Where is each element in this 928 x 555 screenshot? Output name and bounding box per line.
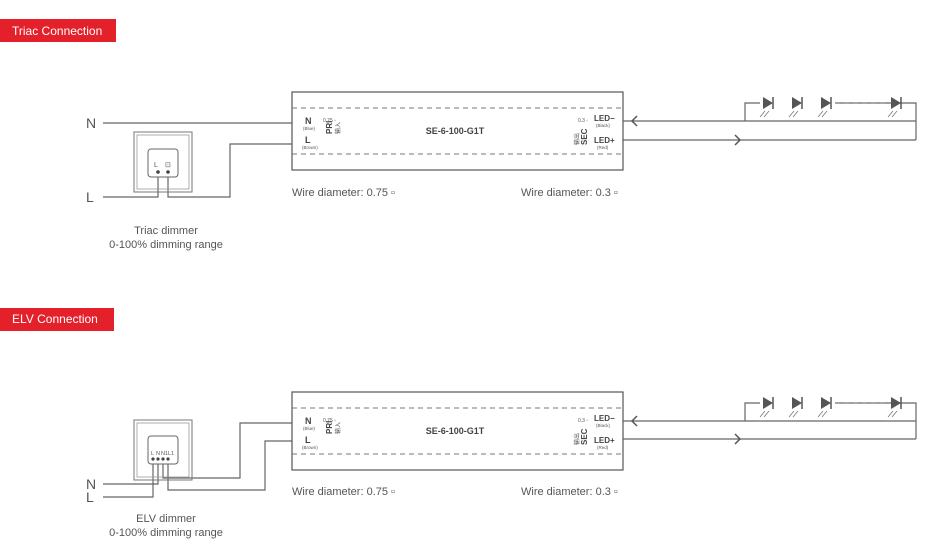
led-icon bbox=[817, 96, 832, 118]
section-title: Triac Connection bbox=[12, 24, 102, 38]
elv-dimmer: L N N1 L1 bbox=[133, 419, 193, 481]
led-icon bbox=[759, 396, 774, 418]
pri-wire-size: 0.75 ▫ bbox=[323, 118, 336, 124]
led-icon bbox=[817, 396, 832, 418]
led-plus-label: LED+ bbox=[594, 136, 615, 145]
led-plus-color: (Red) bbox=[597, 145, 609, 150]
live-label: L bbox=[86, 189, 94, 205]
wire-diameter-secondary: Wire diameter: 0.3 ▫ bbox=[521, 486, 618, 498]
pri-n-color: (Blue) bbox=[303, 426, 316, 431]
led-minus-color: (Black) bbox=[596, 423, 611, 428]
pri-cn-label: 输入 bbox=[334, 122, 342, 134]
led-plus-label: LED+ bbox=[594, 436, 615, 445]
wire-diameter-secondary: Wire diameter: 0.3 ▫ bbox=[521, 187, 618, 199]
led-output-wiring bbox=[623, 402, 917, 445]
pri-n-color: (Blue) bbox=[303, 126, 316, 131]
dimmer-name: ELV dimmer bbox=[136, 513, 196, 525]
dimmer-terminal: N bbox=[156, 451, 160, 457]
sec-cn-label: 输出 bbox=[573, 433, 581, 445]
pri-l-color: (Brown) bbox=[302, 145, 318, 150]
led-output-wiring bbox=[623, 102, 917, 146]
section-header-bg bbox=[0, 19, 116, 42]
driver-model: SE-6-100-G1T bbox=[426, 426, 485, 436]
dimmer-n1-wire bbox=[162, 422, 312, 479]
sec-wire-size: 0.3 ▫ bbox=[578, 418, 588, 424]
pri-l-label: L bbox=[305, 135, 311, 145]
led-minus-label: LED− bbox=[594, 114, 615, 123]
pri-n-label: N bbox=[305, 416, 312, 426]
led-icon bbox=[887, 396, 902, 418]
triac-dimmer: L ⊡ bbox=[133, 131, 193, 193]
pri-label: PRI bbox=[325, 121, 334, 134]
pri-wire-size: 0.75 ▫ bbox=[323, 418, 336, 424]
section-header-bg bbox=[0, 308, 114, 331]
led-icon bbox=[887, 96, 902, 118]
live-label: L bbox=[86, 489, 94, 505]
pri-l-color: (Brown) bbox=[302, 445, 318, 450]
led-string bbox=[759, 96, 902, 118]
live-wire bbox=[103, 459, 154, 498]
driver: N (Blue) L (Brown) 0.75 ▫ PRI 输入 SE-6-10… bbox=[291, 91, 624, 171]
led-minus-color: (Black) bbox=[596, 123, 611, 128]
led-icon bbox=[788, 396, 803, 418]
led-icon bbox=[788, 96, 803, 118]
led-icon bbox=[759, 96, 774, 118]
driver-model: SE-6-100-G1T bbox=[426, 126, 485, 136]
sec-label: SEC bbox=[580, 128, 589, 145]
dimmer-terminal: L bbox=[154, 162, 158, 169]
neutral-wire bbox=[103, 459, 159, 485]
dimmer-terminal: N1 bbox=[161, 451, 168, 457]
neutral-label: N bbox=[86, 115, 96, 131]
wire-diameter-primary: Wire diameter: 0.75 ▫ bbox=[292, 187, 395, 199]
neutral-label: N bbox=[86, 476, 96, 492]
dimmer-range: 0-100% dimming range bbox=[109, 239, 223, 251]
sec-cn-label: 输出 bbox=[573, 133, 581, 145]
pri-n-label: N bbox=[305, 116, 312, 126]
led-plus-color: (Red) bbox=[597, 445, 609, 450]
pri-cn-label: 输入 bbox=[334, 422, 342, 434]
pri-l-label: L bbox=[305, 435, 311, 445]
driver: N (Blue) L (Brown) 0.75 ▫ PRI 输入 SE-6-10… bbox=[291, 391, 624, 471]
live-wire bbox=[103, 172, 159, 198]
pri-label: PRI bbox=[325, 421, 334, 434]
triac-section: Triac Connection N L L ⊡ Triac dimmer 0-… bbox=[0, 19, 917, 251]
dimmer-name: Triac dimmer bbox=[134, 225, 198, 237]
dimmer-range: 0-100% dimming range bbox=[109, 527, 223, 539]
sec-wire-size: 0.3 ▫ bbox=[578, 118, 588, 124]
elv-section: ELV Connection N L L N N1 L1 ELV dimmer … bbox=[0, 308, 917, 539]
led-string bbox=[759, 396, 902, 418]
led-minus-label: LED− bbox=[594, 414, 615, 423]
section-title: ELV Connection bbox=[12, 312, 98, 326]
wire-diameter-primary: Wire diameter: 0.75 ▫ bbox=[292, 486, 395, 498]
dimmer-output-wire bbox=[167, 143, 312, 198]
dimmer-terminal: ⊡ bbox=[165, 162, 171, 169]
dimmer-terminal: L1 bbox=[168, 451, 174, 457]
dimmer-terminal: L bbox=[151, 451, 154, 457]
sec-label: SEC bbox=[580, 428, 589, 445]
